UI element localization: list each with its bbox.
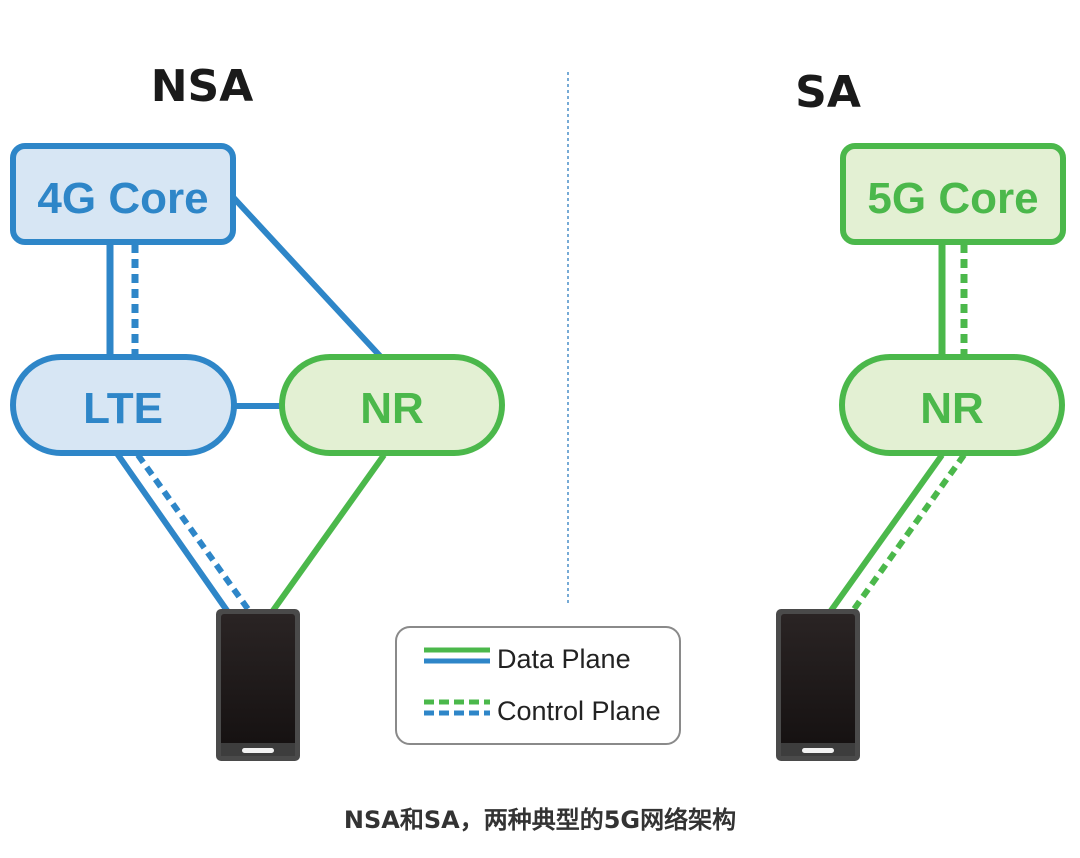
nsa-heading: NSA <box>151 61 254 112</box>
legend-control-plane-label: Control Plane <box>497 696 661 726</box>
sa-links <box>827 244 968 614</box>
node-lte: LTE <box>10 354 237 456</box>
legend-data-plane-label: Data Plane <box>497 644 631 674</box>
sa-phone-icon <box>776 609 860 761</box>
sa-nr-phone-data-link <box>827 453 945 614</box>
sa-heading: SA <box>795 67 861 118</box>
figure-caption: NSA和SA，两种典型的5G网络架构 <box>343 806 737 834</box>
nsa-links <box>106 193 387 614</box>
legend-control-plane-icon <box>424 699 490 716</box>
node-nr-nsa: NR <box>279 354 505 456</box>
nr-phone-data-link <box>269 453 387 614</box>
node-nr-sa-label: NR <box>920 384 984 433</box>
node-4g-core: 4G Core <box>10 143 236 245</box>
node-5g-core-label: 5G Core <box>867 174 1038 223</box>
legend-data-plane-icon <box>424 647 490 664</box>
lte-phone-data-link <box>113 450 231 614</box>
node-nr-nsa-label: NR <box>360 384 424 433</box>
node-nr-sa: NR <box>839 354 1065 456</box>
node-lte-label: LTE <box>83 384 163 433</box>
core-nr-data-link <box>229 193 383 359</box>
nsa-phone-icon <box>216 609 300 761</box>
sa-nr-phone-control-link <box>849 453 967 614</box>
legend: Data Plane Control Plane <box>395 626 681 745</box>
lte-phone-control-link <box>135 453 253 614</box>
node-5g-core: 5G Core <box>840 143 1066 245</box>
node-4g-core-label: 4G Core <box>37 174 208 223</box>
